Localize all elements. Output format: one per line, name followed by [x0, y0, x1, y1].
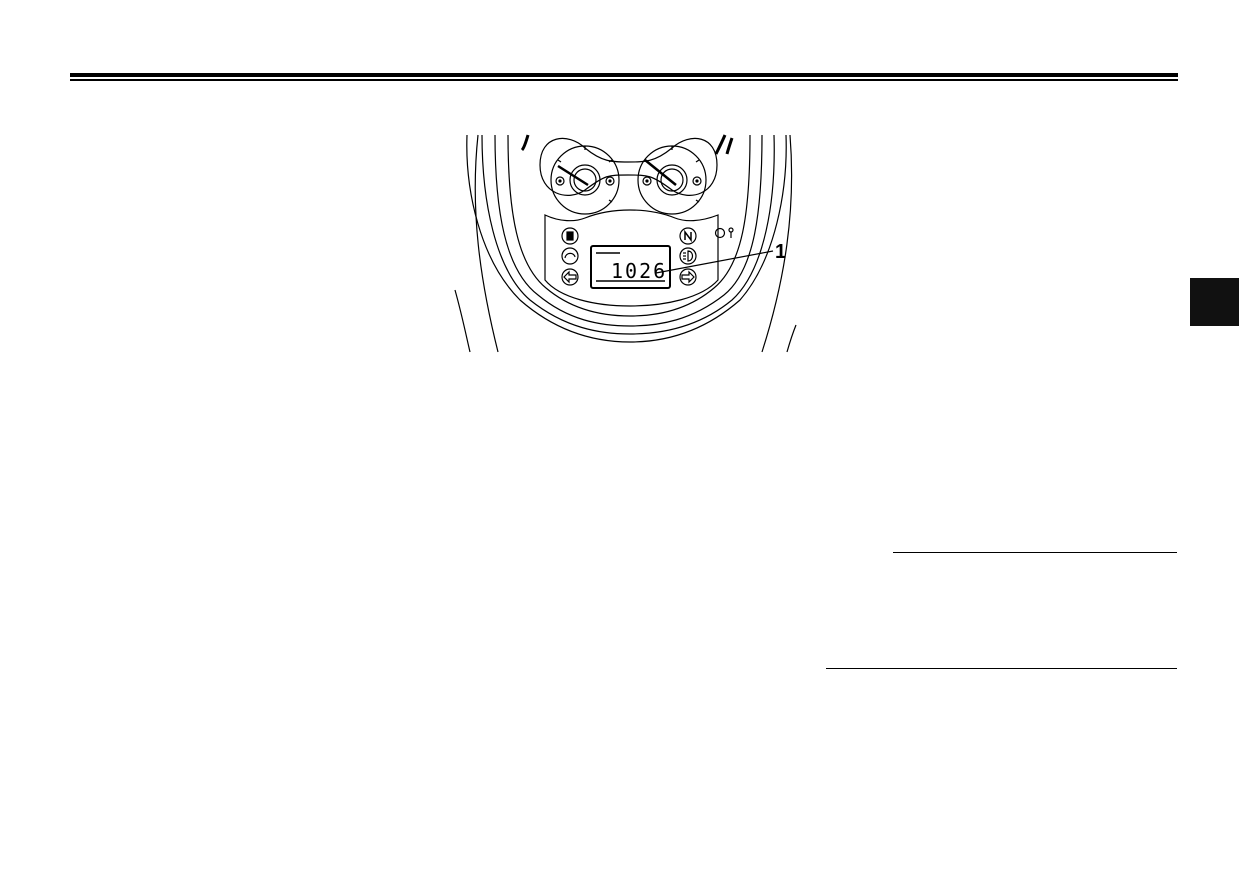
left-turn-indicator-icon: [561, 268, 579, 286]
instrument-cluster-figure: 1026 1: [440, 130, 820, 360]
right-gauge: [637, 145, 707, 215]
lcd-display: [590, 245, 671, 289]
callout-leader: [655, 250, 774, 274]
right-turn-indicator-icon: [679, 268, 697, 286]
decor-mark-left: [520, 134, 530, 152]
header-rule-thin: [70, 79, 1178, 81]
chapter-tab: [1190, 278, 1239, 326]
knob-icon: [714, 227, 726, 239]
header-rule-thick: [70, 73, 1178, 77]
oil-indicator-icon: [561, 247, 579, 265]
rule-line-upper: [893, 552, 1177, 554]
rule-line-lower: [826, 668, 1177, 670]
left-gauge: [550, 145, 620, 215]
callout-label: 1: [775, 241, 786, 263]
high-beam-indicator-icon: [679, 247, 697, 265]
neutral-indicator-icon: [679, 227, 697, 245]
outer-body-lines: [454, 134, 797, 353]
decor-mark-right: [714, 134, 734, 155]
gauge-ring: [539, 137, 718, 196]
odometer-reading: 1026: [611, 259, 667, 283]
inner-panel: [544, 209, 719, 307]
key-icon: [728, 227, 734, 238]
fuel-indicator-icon: [561, 227, 579, 245]
bezel-outlines: [466, 134, 787, 343]
